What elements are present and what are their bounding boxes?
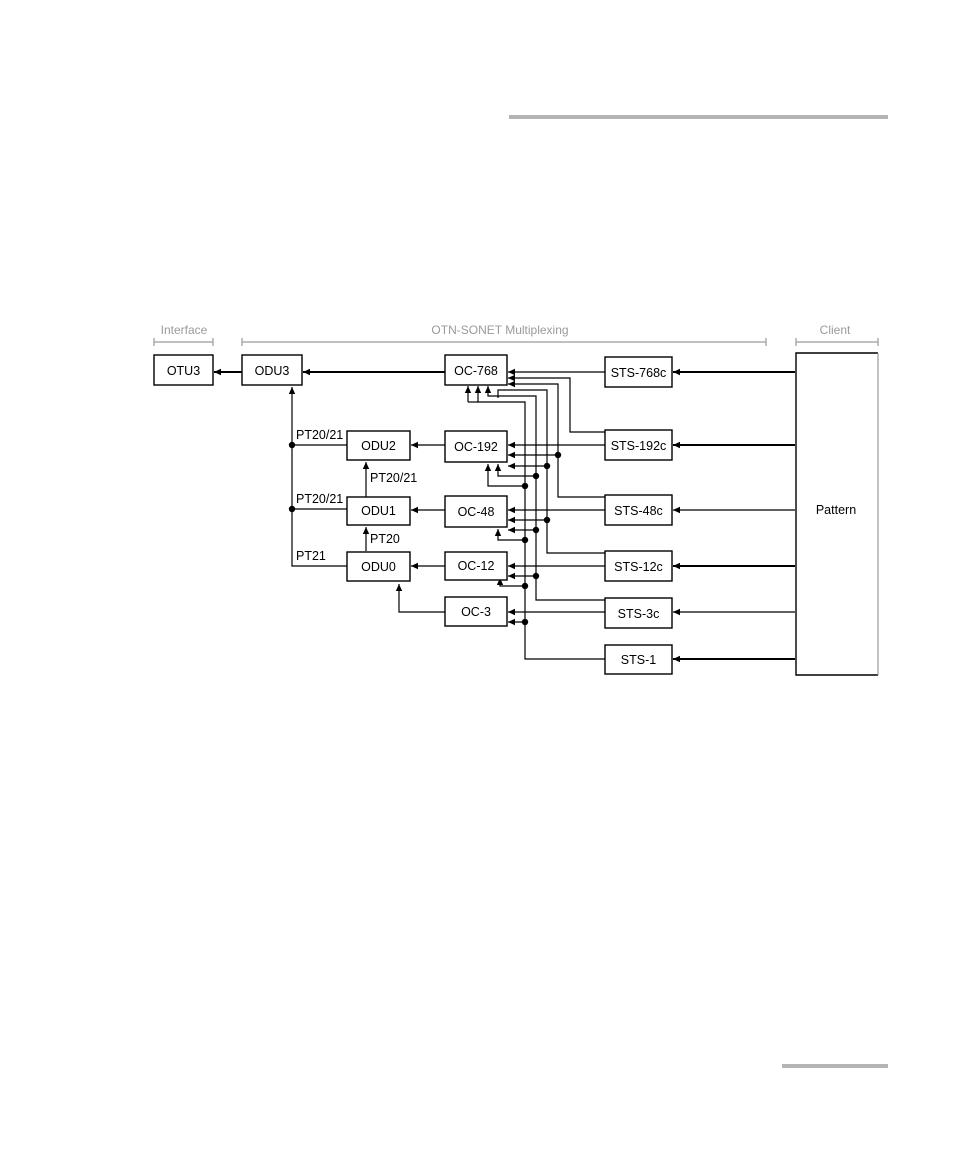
node-odu1: ODU1 [347, 497, 410, 525]
node-otu3: OTU3 [154, 355, 213, 385]
node-sts768c: STS-768c [605, 357, 672, 387]
junction-dot [544, 517, 550, 523]
node-sts3c-label: STS-3c [618, 607, 660, 621]
node-oc48: OC-48 [445, 496, 507, 527]
node-odu3-label: ODU3 [255, 364, 290, 378]
node-sts192c: STS-192c [605, 430, 672, 460]
node-oc12-label: OC-12 [458, 559, 495, 573]
junction-dot [544, 463, 550, 469]
node-oc3: OC-3 [445, 597, 507, 626]
junction-dot [533, 573, 539, 579]
pt-label-odu0-odu1: PT20 [370, 532, 400, 546]
junction-dot [533, 473, 539, 479]
node-odu1-label: ODU1 [361, 504, 396, 518]
edge-sts192c-oc768 [508, 378, 605, 432]
node-sts768c-label: STS-768c [611, 366, 667, 380]
section-multiplexing: OTN-SONET Multiplexing [242, 323, 766, 346]
pt-label-odu0: PT21 [296, 549, 326, 563]
junction-dot [522, 619, 528, 625]
junction-dot [289, 442, 295, 448]
node-sts48c-label: STS-48c [614, 504, 663, 518]
junction-dot [555, 452, 561, 458]
node-sts3c: STS-3c [605, 598, 672, 628]
pt-label-odu2: PT20/21 [296, 428, 343, 442]
node-oc768-label: OC-768 [454, 364, 498, 378]
edge-odu-bus-odu3 [292, 387, 347, 566]
edge-sts48c-oc768 [508, 384, 605, 497]
node-otu3-label: OTU3 [167, 364, 200, 378]
section-client: Client [796, 323, 878, 346]
junction-dot [522, 483, 528, 489]
node-odu3: ODU3 [242, 355, 302, 385]
node-pattern: Pattern [796, 353, 878, 675]
edge-sts1-oc192 [488, 464, 525, 486]
junction-dot [522, 537, 528, 543]
node-oc12: OC-12 [445, 552, 507, 580]
node-odu2: ODU2 [347, 431, 410, 460]
node-pattern-label: Pattern [816, 503, 856, 517]
node-sts1: STS-1 [605, 645, 672, 674]
edge-oc3-odu0 [399, 584, 445, 612]
edge-sts12c-oc768 [498, 390, 605, 553]
junction-dot [533, 527, 539, 533]
node-sts48c: STS-48c [605, 495, 672, 525]
section-interface-label: Interface [161, 323, 208, 337]
node-odu0-label: ODU0 [361, 560, 396, 574]
node-oc192: OC-192 [445, 431, 507, 462]
section-multiplexing-label: OTN-SONET Multiplexing [431, 323, 568, 337]
section-interface: Interface [154, 323, 213, 346]
node-oc192-label: OC-192 [454, 440, 498, 454]
node-sts12c: STS-12c [605, 551, 672, 581]
junction-dot [522, 583, 528, 589]
node-sts1-label: STS-1 [621, 653, 656, 667]
node-sts192c-label: STS-192c [611, 439, 667, 453]
node-odu0: ODU0 [347, 552, 410, 581]
section-client-label: Client [820, 323, 851, 337]
junction-dot [289, 506, 295, 512]
node-oc48-label: OC-48 [458, 505, 495, 519]
pt-label-odu1-odu2: PT20/21 [370, 471, 417, 485]
node-oc3-label: OC-3 [461, 605, 491, 619]
pt-label-odu1: PT20/21 [296, 492, 343, 506]
node-odu2-label: ODU2 [361, 439, 396, 453]
node-sts12c-label: STS-12c [614, 560, 663, 574]
node-oc768: OC-768 [445, 355, 507, 385]
edge-sts1-oc48 [498, 529, 525, 540]
